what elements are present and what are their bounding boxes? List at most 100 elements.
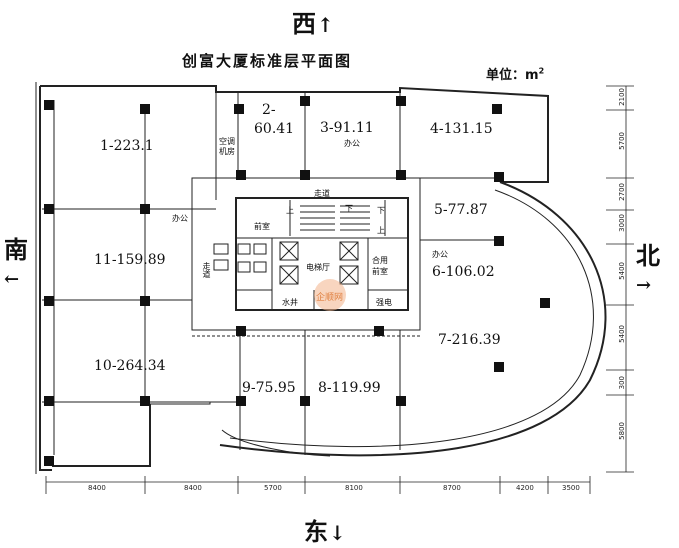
unit-3-label: 3-91.11 xyxy=(320,120,374,136)
stair-down-label-1: 下 xyxy=(345,204,353,213)
dim-bottom-6: 4200 xyxy=(516,484,534,492)
column xyxy=(140,296,150,306)
column xyxy=(300,170,310,180)
dim-right-4: 3000 xyxy=(618,214,626,232)
compass-south: 南 ← xyxy=(4,230,29,290)
west-label: 西 xyxy=(292,9,317,38)
unit-exponent: 2 xyxy=(538,66,545,76)
dim-right-6: 5400 xyxy=(618,325,626,343)
dim-bottom-3: 5700 xyxy=(264,484,282,492)
unit-2-label-line1: 2- xyxy=(262,102,276,118)
outer-wall-left xyxy=(39,86,52,471)
dim-right-8: 5800 xyxy=(618,422,626,440)
compass-east: 东↓ xyxy=(304,512,347,547)
column xyxy=(140,204,150,214)
unit-note: 单位：m2 xyxy=(486,64,544,83)
office-label-6: 办公 xyxy=(432,250,448,259)
dim-right-3: 2700 xyxy=(618,183,626,201)
column xyxy=(396,396,406,406)
dim-right-5: 5400 xyxy=(618,262,626,280)
water-shaft-label: 水井 xyxy=(282,298,298,307)
unit-9-label: 9-75.95 xyxy=(242,380,296,396)
stair-right xyxy=(340,200,386,236)
dim-bottom-2: 8400 xyxy=(184,484,202,492)
column xyxy=(234,104,244,114)
unit-7-label: 7-216.39 xyxy=(438,332,501,348)
column xyxy=(44,204,54,214)
column xyxy=(140,396,150,406)
dim-bottom-4: 8100 xyxy=(345,484,363,492)
dim-right-1: 2100 xyxy=(618,88,626,106)
column xyxy=(236,396,246,406)
column xyxy=(44,296,54,306)
outer-wall-bottom-left xyxy=(52,404,151,467)
compass-west: 西↑ xyxy=(292,4,335,39)
unit-10-label: 10-264.34 xyxy=(94,358,166,374)
north-label: 北 xyxy=(636,241,661,270)
column xyxy=(236,170,246,180)
unit-2-label-line2: 60.41 xyxy=(254,121,295,137)
unit-5-label: 5-77.87 xyxy=(434,202,488,218)
compass-north: 北 → xyxy=(636,236,661,296)
dim-bottom-5: 8700 xyxy=(443,484,461,492)
unit-6-label: 6-106.02 xyxy=(432,264,495,280)
east-label: 东 xyxy=(304,517,329,546)
column xyxy=(44,456,54,466)
elevator-2 xyxy=(279,265,299,285)
corridor-left-label: 走道 xyxy=(202,262,211,278)
column xyxy=(374,326,384,336)
column xyxy=(540,298,550,308)
curved-facade xyxy=(219,181,607,457)
core-inner xyxy=(235,197,409,311)
anteroom-label: 前室 xyxy=(254,222,270,231)
arrow-left-icon: ← xyxy=(4,269,21,290)
ac-room-label-2: 机房 xyxy=(219,147,235,156)
dim-bottom-1: 8400 xyxy=(88,484,106,492)
corridor-top-label: 走道 xyxy=(314,189,330,198)
unit-8-label: 8-119.99 xyxy=(318,380,381,396)
shared-anteroom-label-2: 前室 xyxy=(372,267,388,276)
power-room-label: 强电 xyxy=(376,298,392,307)
column xyxy=(300,396,310,406)
stair-down-label-2: 下 xyxy=(377,206,385,215)
unit-11-label: 11-159.89 xyxy=(94,252,166,268)
unit-label: 单位： xyxy=(486,68,526,83)
column xyxy=(44,396,54,406)
stair-up-label-1: 上 xyxy=(286,206,294,215)
column xyxy=(140,104,150,114)
south-label: 南 xyxy=(4,235,29,264)
column xyxy=(236,326,246,336)
column xyxy=(494,362,504,372)
elevator-3 xyxy=(339,241,359,261)
arrow-right-icon: → xyxy=(636,275,653,296)
unit-4-label: 4-131.15 xyxy=(430,121,493,137)
unit-1-label: 1-223.1 xyxy=(100,138,154,154)
column xyxy=(494,236,504,246)
column xyxy=(494,172,504,182)
column xyxy=(396,96,406,106)
shared-anteroom-label-1: 合用 xyxy=(372,256,388,265)
arrow-up-icon: ↑ xyxy=(317,13,335,37)
columns xyxy=(44,96,550,466)
unit-value: m xyxy=(525,68,539,83)
dim-right-7: 300 xyxy=(618,376,626,390)
elevator-hall-label: 电梯厅 xyxy=(306,263,330,272)
dim-bottom-7: 3500 xyxy=(562,484,580,492)
ac-room-label-1: 空调 xyxy=(219,137,235,146)
elevator-4 xyxy=(339,265,359,285)
watermark-text: 企顺网 xyxy=(316,293,344,303)
watermark-logo xyxy=(314,279,346,311)
arrow-down-icon: ↓ xyxy=(329,521,347,545)
office-label-3: 办公 xyxy=(344,139,360,148)
stair-left xyxy=(289,200,335,236)
column xyxy=(492,104,502,114)
column xyxy=(300,96,310,106)
stair-up-label-2: 上 xyxy=(377,226,385,235)
column xyxy=(44,100,54,110)
column xyxy=(396,170,406,180)
office-label-11: 办公 xyxy=(172,214,188,223)
elevator-1 xyxy=(279,241,299,261)
dim-right-2: 5700 xyxy=(618,132,626,150)
plan-title: 创富大厦标准层平面图 xyxy=(182,52,353,70)
